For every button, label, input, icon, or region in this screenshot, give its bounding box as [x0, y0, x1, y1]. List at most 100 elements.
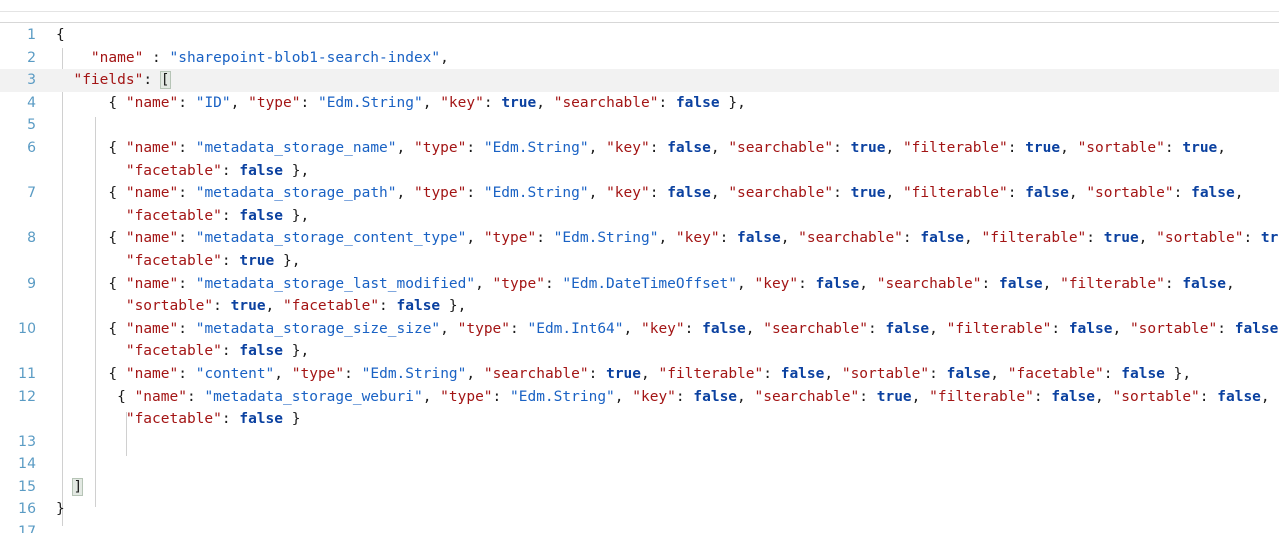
- line-number: 4: [27, 94, 36, 111]
- code-line-list[interactable]: 1{2 "name" : "sharepoint-blob1-search-in…: [0, 24, 1279, 533]
- code-line[interactable]: 16}: [0, 498, 1279, 521]
- token-brace: {: [108, 320, 126, 337]
- line-number: 1: [27, 27, 36, 43]
- token-str: "metadata_storage_weburi": [204, 388, 423, 405]
- token-key: "searchable": [483, 365, 589, 382]
- code-text[interactable]: "sortable": true, "facetable": false },: [56, 295, 467, 318]
- code-line[interactable]: 5: [0, 114, 1279, 137]
- token-punc: :: [1007, 185, 1026, 202]
- token-brace: }: [1164, 365, 1183, 382]
- token-plain: [56, 208, 126, 224]
- token-key: "type": [440, 388, 493, 405]
- code-line[interactable]: 10 { "name": "metadata_storage_size_size…: [0, 318, 1279, 341]
- code-wrapped-line[interactable]: "facetable": true },: [0, 250, 1279, 273]
- token-punc: ,: [641, 365, 659, 382]
- code-line[interactable]: 15 ]: [0, 476, 1279, 499]
- token-key: "sortable": [1077, 139, 1165, 156]
- token-str: "Edm.DateTimeOffset": [562, 275, 738, 292]
- token-bool: true: [230, 298, 266, 315]
- code-wrapped-line[interactable]: "facetable": false },: [0, 340, 1279, 363]
- code-line[interactable]: 12 { "name": "metadata_storage_weburi", …: [0, 386, 1279, 409]
- code-text[interactable]: ]: [56, 476, 84, 499]
- token-brace: }: [274, 252, 292, 269]
- code-line[interactable]: 9 { "name": "metadata_storage_last_modif…: [0, 273, 1279, 296]
- code-text[interactable]: { "name": "metadata_storage_size_size", …: [56, 318, 1279, 341]
- token-brace: {: [117, 388, 135, 405]
- code-text[interactable]: {: [56, 24, 65, 47]
- token-punc: ,: [300, 207, 310, 224]
- token-punc: ,: [440, 49, 449, 66]
- token-punc: :: [684, 320, 703, 337]
- token-bool: false: [1068, 320, 1113, 337]
- code-text[interactable]: { "name": "metadata_storage_weburi", "ty…: [56, 386, 1270, 409]
- code-wrapped-line[interactable]: "facetable": false }: [0, 408, 1279, 431]
- code-text[interactable]: { "name": "metadata_storage_name", "type…: [56, 137, 1226, 160]
- code-line[interactable]: 3 "fields": [: [0, 69, 1279, 92]
- code-line[interactable]: 11 { "name": "content", "type": "Edm.Str…: [0, 363, 1279, 386]
- line-number: 5: [27, 117, 36, 134]
- code-surface[interactable]: 1{2 "name" : "sharepoint-blob1-search-in…: [0, 24, 1279, 533]
- token-key: "searchable": [754, 388, 860, 405]
- code-wrapped-line[interactable]: "facetable": false },: [0, 205, 1279, 228]
- line-number: 10: [18, 320, 36, 337]
- code-text[interactable]: "name" : "sharepoint-blob1-search-index"…: [56, 47, 449, 70]
- token-punc: :: [379, 298, 397, 315]
- token-punc: ,: [737, 275, 755, 292]
- token-punc: :: [588, 365, 607, 382]
- code-line[interactable]: 7 { "name": "metadata_storage_path", "ty…: [0, 182, 1279, 205]
- token-key: "type": [457, 320, 511, 337]
- code-line[interactable]: 1{: [0, 24, 1279, 47]
- code-text[interactable]: { "name": "metadata_storage_content_type…: [56, 227, 1279, 250]
- code-text[interactable]: "facetable": false },: [56, 340, 309, 363]
- token-str: "Edm.String": [510, 388, 615, 405]
- code-text[interactable]: "fields": [: [56, 69, 171, 92]
- line-number: 13: [18, 433, 36, 450]
- token-punc: ,: [710, 139, 729, 156]
- token-str: "metadata_storage_content_type": [195, 230, 467, 247]
- token-brace: }: [719, 94, 738, 111]
- token-punc: ,: [457, 298, 467, 315]
- code-text[interactable]: { "name": "metadata_storage_last_modifie…: [56, 273, 1234, 296]
- code-text[interactable]: { "name": "metadata_storage_path", "type…: [56, 182, 1243, 205]
- token-key: "sortable": [125, 298, 214, 315]
- token-key: "facetable": [1007, 365, 1104, 382]
- code-line[interactable]: 17: [0, 521, 1279, 533]
- code-text[interactable]: }: [56, 498, 65, 521]
- token-key: "filterable": [902, 185, 1008, 202]
- token-punc: :: [178, 365, 196, 382]
- token-brace: {: [108, 365, 126, 382]
- token-bool: false: [667, 185, 711, 202]
- token-punc: :: [536, 230, 554, 247]
- code-text[interactable]: "facetable": true },: [56, 250, 301, 273]
- code-line[interactable]: 13: [0, 431, 1279, 454]
- code-line[interactable]: 8 { "name": "metadata_storage_content_ty…: [0, 227, 1279, 250]
- token-punc: :: [719, 230, 738, 247]
- token-punc: :: [178, 230, 196, 247]
- token-punc: :: [1217, 320, 1235, 337]
- code-wrapped-line[interactable]: "sortable": true, "facetable": false },: [0, 295, 1279, 318]
- code-line[interactable]: 6 { "name": "metadata_storage_name", "ty…: [0, 137, 1279, 160]
- token-key: "facetable": [125, 207, 222, 224]
- code-text[interactable]: "facetable": false }: [56, 408, 301, 431]
- line-number: 7: [27, 185, 36, 202]
- token-punc: :: [1051, 320, 1069, 337]
- code-text[interactable]: "facetable": false },: [56, 160, 309, 183]
- token-key: "searchable": [728, 185, 834, 202]
- code-line[interactable]: 4 { "name": "ID", "type": "Edm.String", …: [0, 92, 1279, 115]
- token-key: "sortable": [841, 365, 930, 382]
- token-punc: ,: [885, 185, 903, 202]
- token-punc: ,: [929, 320, 947, 337]
- token-punc: :: [483, 94, 502, 111]
- token-key: "key": [675, 230, 720, 247]
- token-plain: [56, 72, 73, 88]
- code-line[interactable]: 14: [0, 453, 1279, 476]
- code-text[interactable]: { "name": "content", "type": "Edm.String…: [56, 363, 1191, 386]
- code-text[interactable]: { "name": "ID", "type": "Edm.String", "k…: [56, 92, 745, 115]
- code-wrapped-line[interactable]: "facetable": false },: [0, 160, 1279, 183]
- code-line[interactable]: 2 "name" : "sharepoint-blob1-search-inde…: [0, 47, 1279, 70]
- token-punc: :: [143, 49, 170, 66]
- token-str: "ID": [195, 94, 231, 111]
- code-text[interactable]: "facetable": false },: [56, 205, 309, 228]
- token-punc: :: [1164, 275, 1183, 292]
